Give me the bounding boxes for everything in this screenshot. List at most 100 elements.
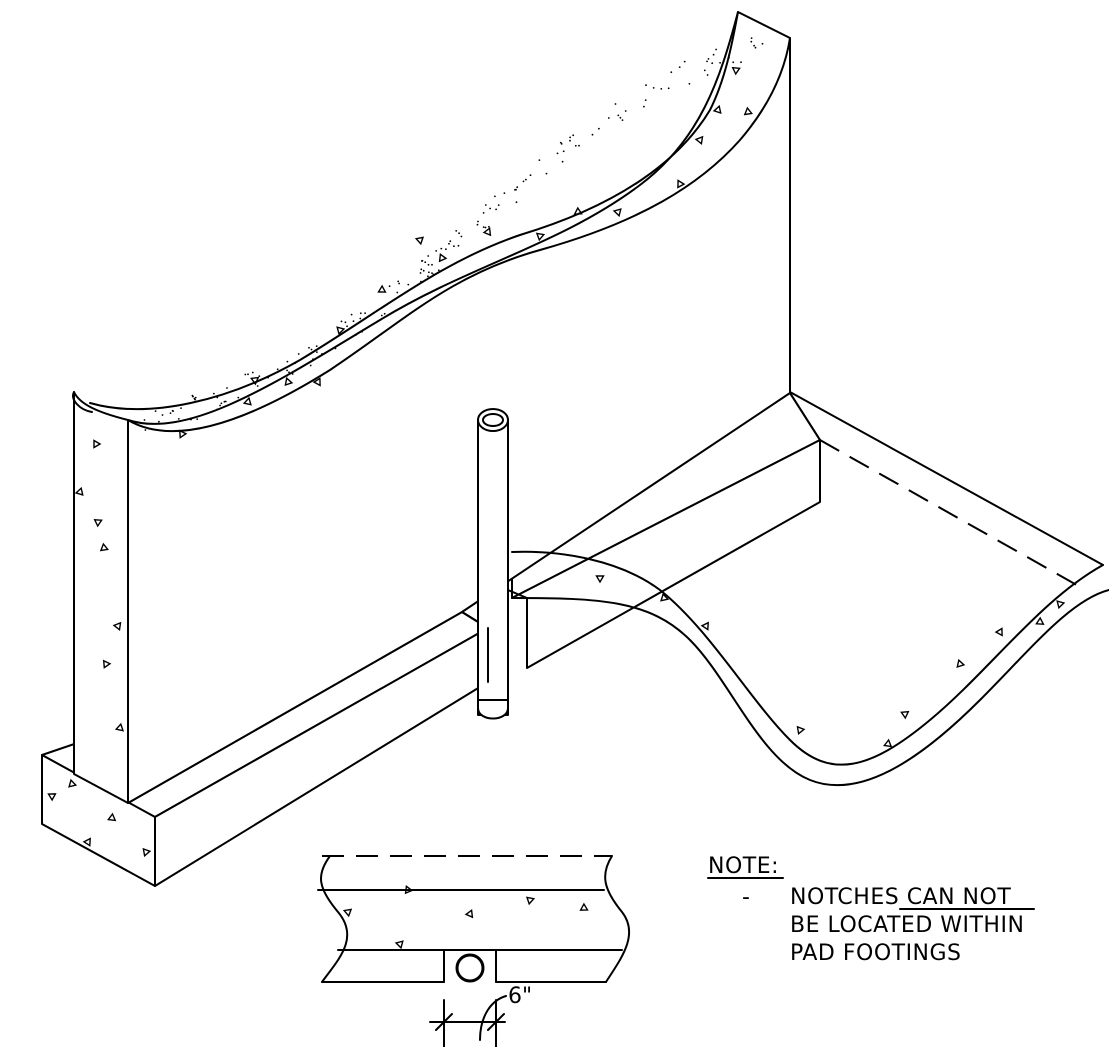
aggregate-dot [431,272,433,274]
aggregate-dot [750,40,753,43]
note-block: NOTE: - NOTCHES CAN NOT BE LOCATED WITHI… [707,854,1035,966]
aggregate-dot [247,373,249,376]
aggregate-dot [321,353,323,355]
aggregate-dot [497,204,500,207]
aggregate-dot [407,283,410,286]
aggregate-dot [458,232,460,235]
aggregate-mark [336,326,346,336]
aggregate-dot [383,312,386,315]
aggregate-dot [538,159,541,162]
note-bullet: - [742,885,750,910]
aggregate-dot [427,255,430,257]
aggregate-dot [667,87,670,90]
aggregate-mark [82,837,91,847]
aggregate-dot [484,204,487,206]
aggregate-dot [560,143,563,145]
aggregate-dot [522,180,525,183]
aggregate-dot [435,250,438,252]
aggregate-dot [455,230,458,232]
aggregate-dot [482,212,485,214]
aggregate-dot [437,269,440,272]
aggregate-dot [294,362,297,364]
aggregate-dot [644,99,647,101]
aggregate-dot [445,248,447,251]
aggregate-dot [457,244,460,247]
aggregate-dot [614,103,617,105]
aggregate-dot [251,371,254,374]
aggregate-dot [350,313,353,316]
aggregate-dot [355,333,358,336]
slab-cutaway-curve [511,550,1109,787]
aggregate-dot [569,136,571,139]
aggregate-dot [422,269,425,272]
aggregate-mark [179,429,188,439]
aggregate-dot [753,44,755,47]
aggregate-dot [244,373,247,376]
aggregate-mark [482,227,492,237]
aggregate-dot [226,387,228,389]
aggregate-dot [346,325,348,328]
foundation-wall [89,11,791,804]
aggregate-dot [276,368,279,371]
aggregate-dot [488,225,490,228]
aggregate-dot [169,412,172,414]
aggregate-dot [750,37,753,39]
aggregate-dot [711,62,714,65]
aggregate-mark [612,208,622,218]
aggregate-mark [956,658,966,669]
aggregate-dot [334,347,337,350]
aggregate-mark [579,902,589,911]
aggregate-dot [359,312,362,315]
aggregate-dot [495,208,497,211]
aggregate-mark [900,710,910,720]
aggregate-mark [694,135,704,145]
aggregate-dot [216,396,219,399]
dimension-6in: 6" [429,984,532,1047]
aggregate-dot [761,42,764,45]
aggregate-mark [74,486,84,496]
aggregate-mark [525,896,536,906]
aggregate-dot [607,117,610,119]
aggregate-dot [448,242,450,245]
aggregate-dot [476,223,479,226]
aggregate-mark [102,659,112,669]
note-heading: NOTE: [708,854,779,879]
aggregate-dot [598,127,600,130]
aggregate-dot [194,396,197,399]
aggregate-dot [707,58,710,60]
aggregate-dot [432,273,435,276]
aggregate-mark [377,284,387,293]
aggregate-dot [688,82,691,85]
aggregate-dot [237,396,240,399]
aggregate-dot [683,60,686,63]
aggregate-dot [494,195,496,198]
aggregate-mark [250,376,260,386]
dimension-label: 6" [508,984,532,1009]
aggregate-dot [678,66,681,68]
aggregate-dot [660,88,663,90]
aggregate-dot [309,364,312,367]
aggregate-dot [706,60,708,63]
aggregate-mark [107,812,117,822]
aggregate-mark [677,179,686,189]
aggregate-dot [525,178,527,181]
aggregate-dot [258,375,261,377]
aggregate-mark [414,236,425,246]
aggregate-dot [361,330,363,333]
aggregate-mark [312,377,321,387]
aggregate-mark [47,793,57,802]
aggregate-dot [732,61,735,64]
aggregate-dot [308,346,310,349]
aggregate-mark [1056,600,1066,610]
aggregate-dot [431,263,433,266]
aggregate-dot [460,235,463,238]
aggregate-dot [621,119,624,121]
aggregate-mark [700,621,709,631]
aggregate-mark [99,542,109,552]
aggregate-dot [449,240,452,243]
aggregate-dot [213,392,215,395]
aggregate-dot [143,419,146,421]
aggregate-dot [420,268,423,271]
